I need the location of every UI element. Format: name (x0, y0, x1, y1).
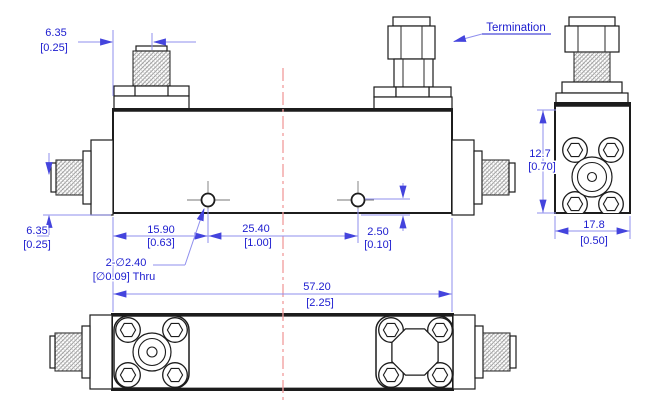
termination-label: Termination (486, 22, 545, 34)
dim-text: 6.35 (26, 225, 47, 237)
dim-text: 57.20 (303, 281, 331, 293)
sma-connector-left (50, 139, 114, 216)
mounting-hole-2 (337, 181, 374, 219)
thread-hatch (482, 332, 511, 372)
dim-text: [0.10] (364, 239, 392, 251)
thread-hatch (481, 159, 510, 196)
hex-screw-icon (162, 317, 188, 343)
dim-text: 17.8 (583, 219, 604, 231)
hole-note-line1: 2-∅2.40 (106, 257, 147, 269)
dim-text: 25.40 (242, 223, 270, 235)
termination-callout: Termination (452, 21, 551, 42)
dim-text: [0.70] (528, 161, 556, 173)
hex-screw-icon (598, 137, 624, 163)
termination-connector-side (555, 16, 629, 104)
input-flange-bottom (113, 315, 190, 389)
termination-body-octagon (391, 328, 439, 376)
hex-screw-icon (162, 362, 188, 388)
dim-text: [0.25] (23, 239, 51, 251)
dim-hole-to-bottom: 2.50 [0.10] (361, 183, 410, 253)
dim-text: [0.25] (40, 42, 68, 54)
dim-overall-length: 57.20 [2.25] (113, 218, 453, 312)
hole-note-line2: [∅0.09] Thru (93, 271, 156, 283)
dim-body-height: 12.7 [0.70] (527, 109, 557, 214)
sma-connector-right-bottom (452, 314, 517, 390)
hole-callout: 2-∅2.40 [∅0.09] Thru (91, 207, 205, 285)
dim-text: [0.63] (147, 237, 175, 249)
dim-body-depth: 17.8 [0.50] (554, 216, 631, 249)
sma-connector-right (451, 139, 516, 216)
dim-text: [0.50] (580, 235, 608, 247)
dim-text: [2.25] (306, 297, 334, 309)
thread-hatch (573, 51, 611, 83)
sma-connector-left-bottom (49, 314, 113, 390)
sma-flange-connector-side (571, 156, 613, 198)
thread-hatch (132, 50, 171, 87)
dim-text: 6.35 (45, 27, 66, 39)
dimension-annotations: 6.35 [0.25] 6.35 [0.25] 15.90 [0.63] 25.… (22, 21, 631, 312)
thread-hatch (54, 332, 83, 372)
dim-hole-positions: 15.90 [0.63] 25.40 [1.00] (112, 209, 359, 312)
thread-hatch (55, 159, 84, 196)
dim-left-port-offset: 6.35 [0.25] (22, 153, 111, 253)
dim-text: 15.90 (147, 224, 175, 236)
termination-flange-bottom (375, 315, 454, 389)
hex-screw-icon (115, 317, 141, 343)
dim-text: 12.7 (529, 148, 550, 160)
dim-top-port-offset: 6.35 [0.25] (39, 26, 196, 96)
hex-screw-icon (115, 362, 141, 388)
side-view (554, 16, 631, 214)
dim-text: 2.50 (367, 226, 388, 238)
termination-connector-front (373, 16, 453, 110)
sma-connector-top-left (113, 45, 190, 110)
hex-screw-icon (598, 191, 624, 213)
dim-text: [1.00] (244, 237, 272, 249)
front-view (50, 16, 516, 219)
